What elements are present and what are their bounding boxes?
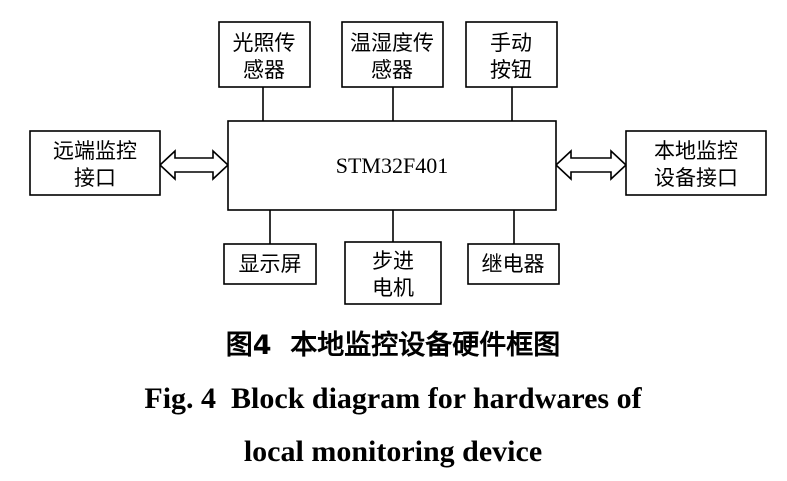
relay-block (467, 243, 560, 285)
stepper-motor-label-line2: 电机 (372, 276, 414, 300)
remote-interface-label-line2: 接口 (74, 166, 116, 190)
remote-interface-block (29, 130, 161, 196)
local-interface-label-line1: 本地监控 (654, 139, 738, 163)
bidirectional-arrow-left (158, 149, 230, 181)
mcu-block (227, 120, 557, 211)
light-sensor-block (218, 21, 311, 88)
temp-humidity-label-line2: 感器 (371, 58, 413, 82)
light-sensor-label-line1: 光照传 (233, 31, 296, 55)
stepper-motor-label-line1: 步进 (372, 249, 414, 273)
display-block (223, 243, 317, 285)
light-sensor-label-line2: 感器 (243, 58, 285, 82)
caption-chinese: 图4 本地监控设备硬件框图 (226, 330, 561, 361)
caption-english-line2: local monitoring device (244, 435, 542, 468)
local-interface-block (625, 130, 767, 196)
display-label: 显示屏 (239, 252, 302, 276)
manual-button-label-line1: 手动 (490, 31, 532, 55)
local-interface-label-line2: 设备接口 (654, 166, 738, 190)
caption-english-line1: Fig. 4 Block diagram for hardwares of (144, 382, 642, 415)
manual-button-block (465, 21, 558, 88)
temp-humidity-label-line1: 温湿度传 (350, 31, 434, 55)
temp-humidity-sensor-block (341, 21, 444, 88)
remote-interface-label-line1: 远端监控 (53, 139, 137, 163)
stepper-motor-block (344, 241, 442, 305)
manual-button-label-line2: 按钮 (490, 58, 532, 82)
mcu-label: STM32F401 (336, 153, 448, 178)
relay-label: 继电器 (482, 252, 545, 276)
bidirectional-arrow-right (554, 149, 628, 181)
